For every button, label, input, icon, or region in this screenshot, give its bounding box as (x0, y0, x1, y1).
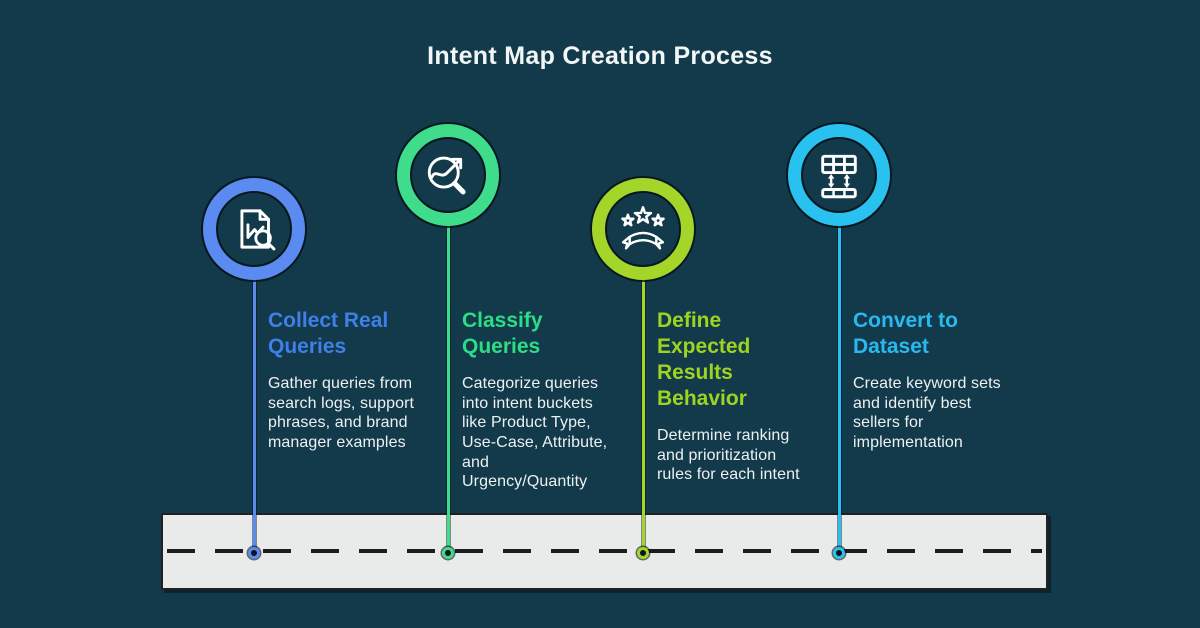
road-graphic (161, 513, 1048, 590)
document-chart-search-icon (240, 209, 276, 251)
road-dash-line (167, 549, 1042, 553)
step-heading: Convert to Dataset (853, 309, 958, 359)
timeline-dot (833, 547, 845, 559)
connector-line (252, 278, 256, 553)
step-description: Gather queries from search logs, support… (268, 375, 415, 452)
step-heading: Define Expected Results Behavior (657, 309, 751, 411)
step-text-block: Classify Queries Categorize queries into… (462, 308, 647, 492)
step-heading: Collect Real Queries (268, 309, 389, 359)
magnifier-trend-arrow-icon (427, 156, 466, 195)
step-circle (397, 124, 499, 226)
connector-line (837, 224, 841, 553)
step-heading: Classify Queries (462, 309, 543, 359)
connector-line (641, 278, 645, 553)
step-text-block: Convert to Dataset Create keyword sets a… (853, 308, 1038, 453)
page-title: Intent Map Creation Process (427, 42, 773, 70)
connector-line (446, 224, 450, 553)
step-description: Determine ranking and prioritization rul… (657, 427, 800, 484)
step-description: Create keyword sets and identify best se… (853, 375, 1001, 452)
step-text-block: Collect Real Queries Gather queries from… (268, 308, 453, 453)
step-circle (592, 178, 694, 280)
stars-ribbon-icon (621, 206, 665, 250)
step-circle (788, 124, 890, 226)
timeline-dot (637, 547, 649, 559)
step-description: Categorize queries into intent buckets l… (462, 375, 608, 491)
step-circle (203, 178, 305, 280)
step-text-block: Define Expected Results Behavior Determi… (657, 308, 842, 485)
table-rows-sort-icon (821, 154, 857, 199)
timeline-dot (442, 547, 454, 559)
timeline-dot (248, 547, 260, 559)
